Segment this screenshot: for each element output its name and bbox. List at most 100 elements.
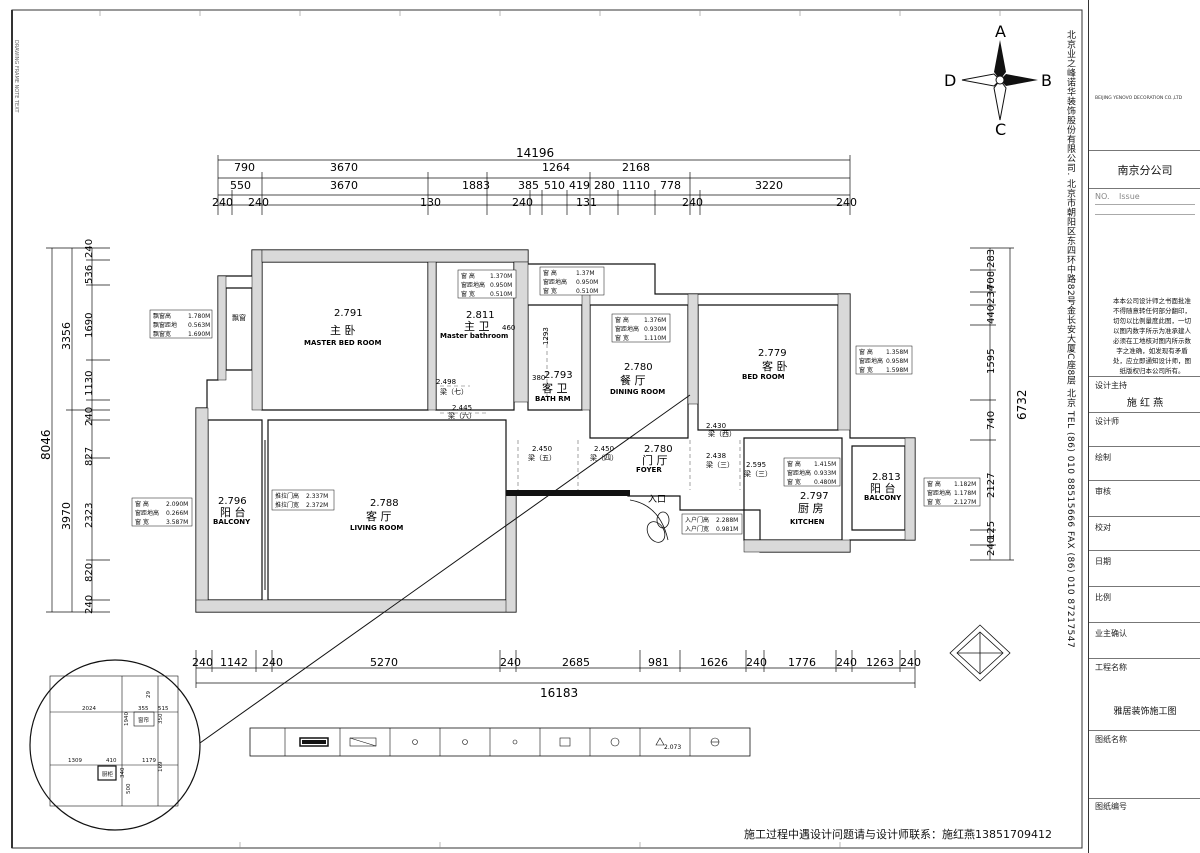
dim-left-i8: 820 <box>84 563 95 582</box>
master-bed-height: 2.791 <box>334 308 363 319</box>
dim-bottom-6: 2685 <box>562 656 590 669</box>
svg-text:1179: 1179 <box>142 758 156 764</box>
svg-text:169: 169 <box>158 761 164 772</box>
company-vertical-text: 北京业之峰诺华装饰股份有限公司. 北京市朝阳区东四环中路82号金长安大厦C座8层… <box>1065 30 1075 649</box>
svg-text:1.110M: 1.110M <box>644 335 666 342</box>
dim-bottom-10: 1776 <box>788 656 816 669</box>
svg-text:1.358M: 1.358M <box>886 349 908 356</box>
beam-lines <box>440 330 741 490</box>
notice-text: 本本公司设计师之书面批准不得随意转任何部分翻印，切勿以比例量度此图，一切以图内数… <box>1113 297 1191 375</box>
svg-text:窗 宽: 窗 宽 <box>135 518 149 526</box>
svg-text:窗 宽: 窗 宽 <box>927 498 941 506</box>
balcony-w-height: 2.796 <box>218 496 247 507</box>
svg-text:窗 高: 窗 高 <box>543 269 557 277</box>
svg-text:410: 410 <box>106 758 117 764</box>
dim-left-outer-2: 3970 <box>60 502 73 530</box>
svg-text:飘窗高: 飘窗高 <box>153 312 171 320</box>
kitchen-height: 2.797 <box>800 491 829 502</box>
dim-right-9: 240 <box>986 537 997 556</box>
dim-top-r2-9: 778 <box>660 179 681 192</box>
svg-text:0.266M: 0.266M <box>166 510 188 517</box>
master-bath-height: 2.811 <box>466 310 495 321</box>
svg-text:2.430: 2.430 <box>706 422 726 430</box>
svg-text:窗 宽: 窗 宽 <box>787 478 801 486</box>
svg-text:350: 350 <box>158 713 164 724</box>
svg-text:窗 高: 窗 高 <box>461 272 475 280</box>
svg-text:窗距地高: 窗距地高 <box>859 357 883 365</box>
dim-top-r3-5: 131 <box>576 196 597 209</box>
svg-text:推拉门宽: 推拉门宽 <box>275 501 299 509</box>
dim-left-i6: 827 <box>84 447 95 466</box>
dim-left-i9: 240 <box>84 595 95 614</box>
compass-w: D <box>944 71 956 90</box>
dim-right-4: 440 <box>986 305 997 324</box>
svg-text:窗帘: 窗帘 <box>138 716 150 724</box>
master-bath-en: Master bathroom <box>440 332 508 340</box>
dim-bottom-11: 240 <box>836 656 857 669</box>
svg-text:2.450: 2.450 <box>532 445 552 453</box>
svg-text:窗 高: 窗 高 <box>135 500 149 508</box>
dim-left-i4: 1130 <box>84 371 95 396</box>
bed-en: BED ROOM <box>742 373 785 381</box>
svg-text:2.372M: 2.372M <box>306 502 328 509</box>
svg-text:窗 宽: 窗 宽 <box>543 287 557 295</box>
dim-right-2: 708 <box>986 271 997 290</box>
svg-text:1309: 1309 <box>68 758 82 764</box>
dim-top-r3-6: 240 <box>682 196 703 209</box>
svg-text:窗 宽: 窗 宽 <box>859 366 873 374</box>
detail-callout: 2024 355 515 29 1940 350 1309 410 1179 3… <box>29 659 201 831</box>
svg-text:0.510M: 0.510M <box>576 288 598 295</box>
svg-text:1.598M: 1.598M <box>886 367 908 374</box>
master-bed-cn: 主 卧 <box>330 324 356 337</box>
dim-left-i1: 240 <box>84 239 95 258</box>
dim-top-r2-8: 1110 <box>622 179 650 192</box>
svg-text:355: 355 <box>138 706 149 712</box>
dim-top-r3-7: 240 <box>836 196 857 209</box>
dim-left-i3: 1690 <box>84 313 95 338</box>
svg-text:1293: 1293 <box>542 327 550 345</box>
svg-text:1.780M: 1.780M <box>188 313 210 320</box>
svg-text:1.37M: 1.37M <box>576 270 595 277</box>
no-label: NO. <box>1095 192 1110 201</box>
svg-text:2.288M: 2.288M <box>716 517 738 524</box>
dim-top-r2-2: 3670 <box>330 179 358 192</box>
svg-text:380: 380 <box>532 374 545 382</box>
living-en: LIVING ROOM <box>350 524 403 532</box>
svg-text:窗距地高: 窗距地高 <box>927 489 951 497</box>
dim-bottom-8: 1626 <box>700 656 728 669</box>
dim-bottom-9: 240 <box>746 656 767 669</box>
dining-height: 2.780 <box>624 362 653 373</box>
svg-text:500: 500 <box>126 783 132 794</box>
dim-bottom-4: 5270 <box>370 656 398 669</box>
svg-text:0.933M: 0.933M <box>814 470 836 477</box>
dim-right-5: 1595 <box>986 349 997 374</box>
svg-text:2.595: 2.595 <box>746 461 766 469</box>
dim-top-r2-4: 385 <box>518 179 539 192</box>
svg-text:0.981M: 0.981M <box>716 526 738 533</box>
dim-right-total: 6732 <box>1015 389 1029 420</box>
dim-bottom-7: 981 <box>648 656 669 669</box>
counter-strip <box>506 490 630 496</box>
svg-text:2.438: 2.438 <box>706 452 726 460</box>
dim-right-8: 125 <box>986 521 997 540</box>
svg-text:3.587M: 3.587M <box>166 519 188 526</box>
svg-text:入户门高: 入户门高 <box>685 516 709 524</box>
legend-strip: 2.073 <box>249 727 751 757</box>
svg-text:460: 460 <box>502 324 515 332</box>
footer-note: 施工过程中遇设计问题请与设计师联系：施红燕13851709412 <box>744 828 1052 841</box>
svg-text:1.182M: 1.182M <box>954 481 976 488</box>
svg-text:0.958M: 0.958M <box>886 358 908 365</box>
dim-bottom-total: 16183 <box>540 686 578 700</box>
dim-bottom-13: 240 <box>900 656 921 669</box>
svg-text:2.498: 2.498 <box>436 378 456 386</box>
bay-window-label: 飘窗 <box>232 313 246 322</box>
walls <box>195 249 916 613</box>
svg-text:梁（西）: 梁（西） <box>708 429 736 438</box>
dim-left-i2: 536 <box>84 265 95 284</box>
svg-text:2.127M: 2.127M <box>954 499 976 506</box>
svg-text:推拉门高: 推拉门高 <box>275 492 299 500</box>
